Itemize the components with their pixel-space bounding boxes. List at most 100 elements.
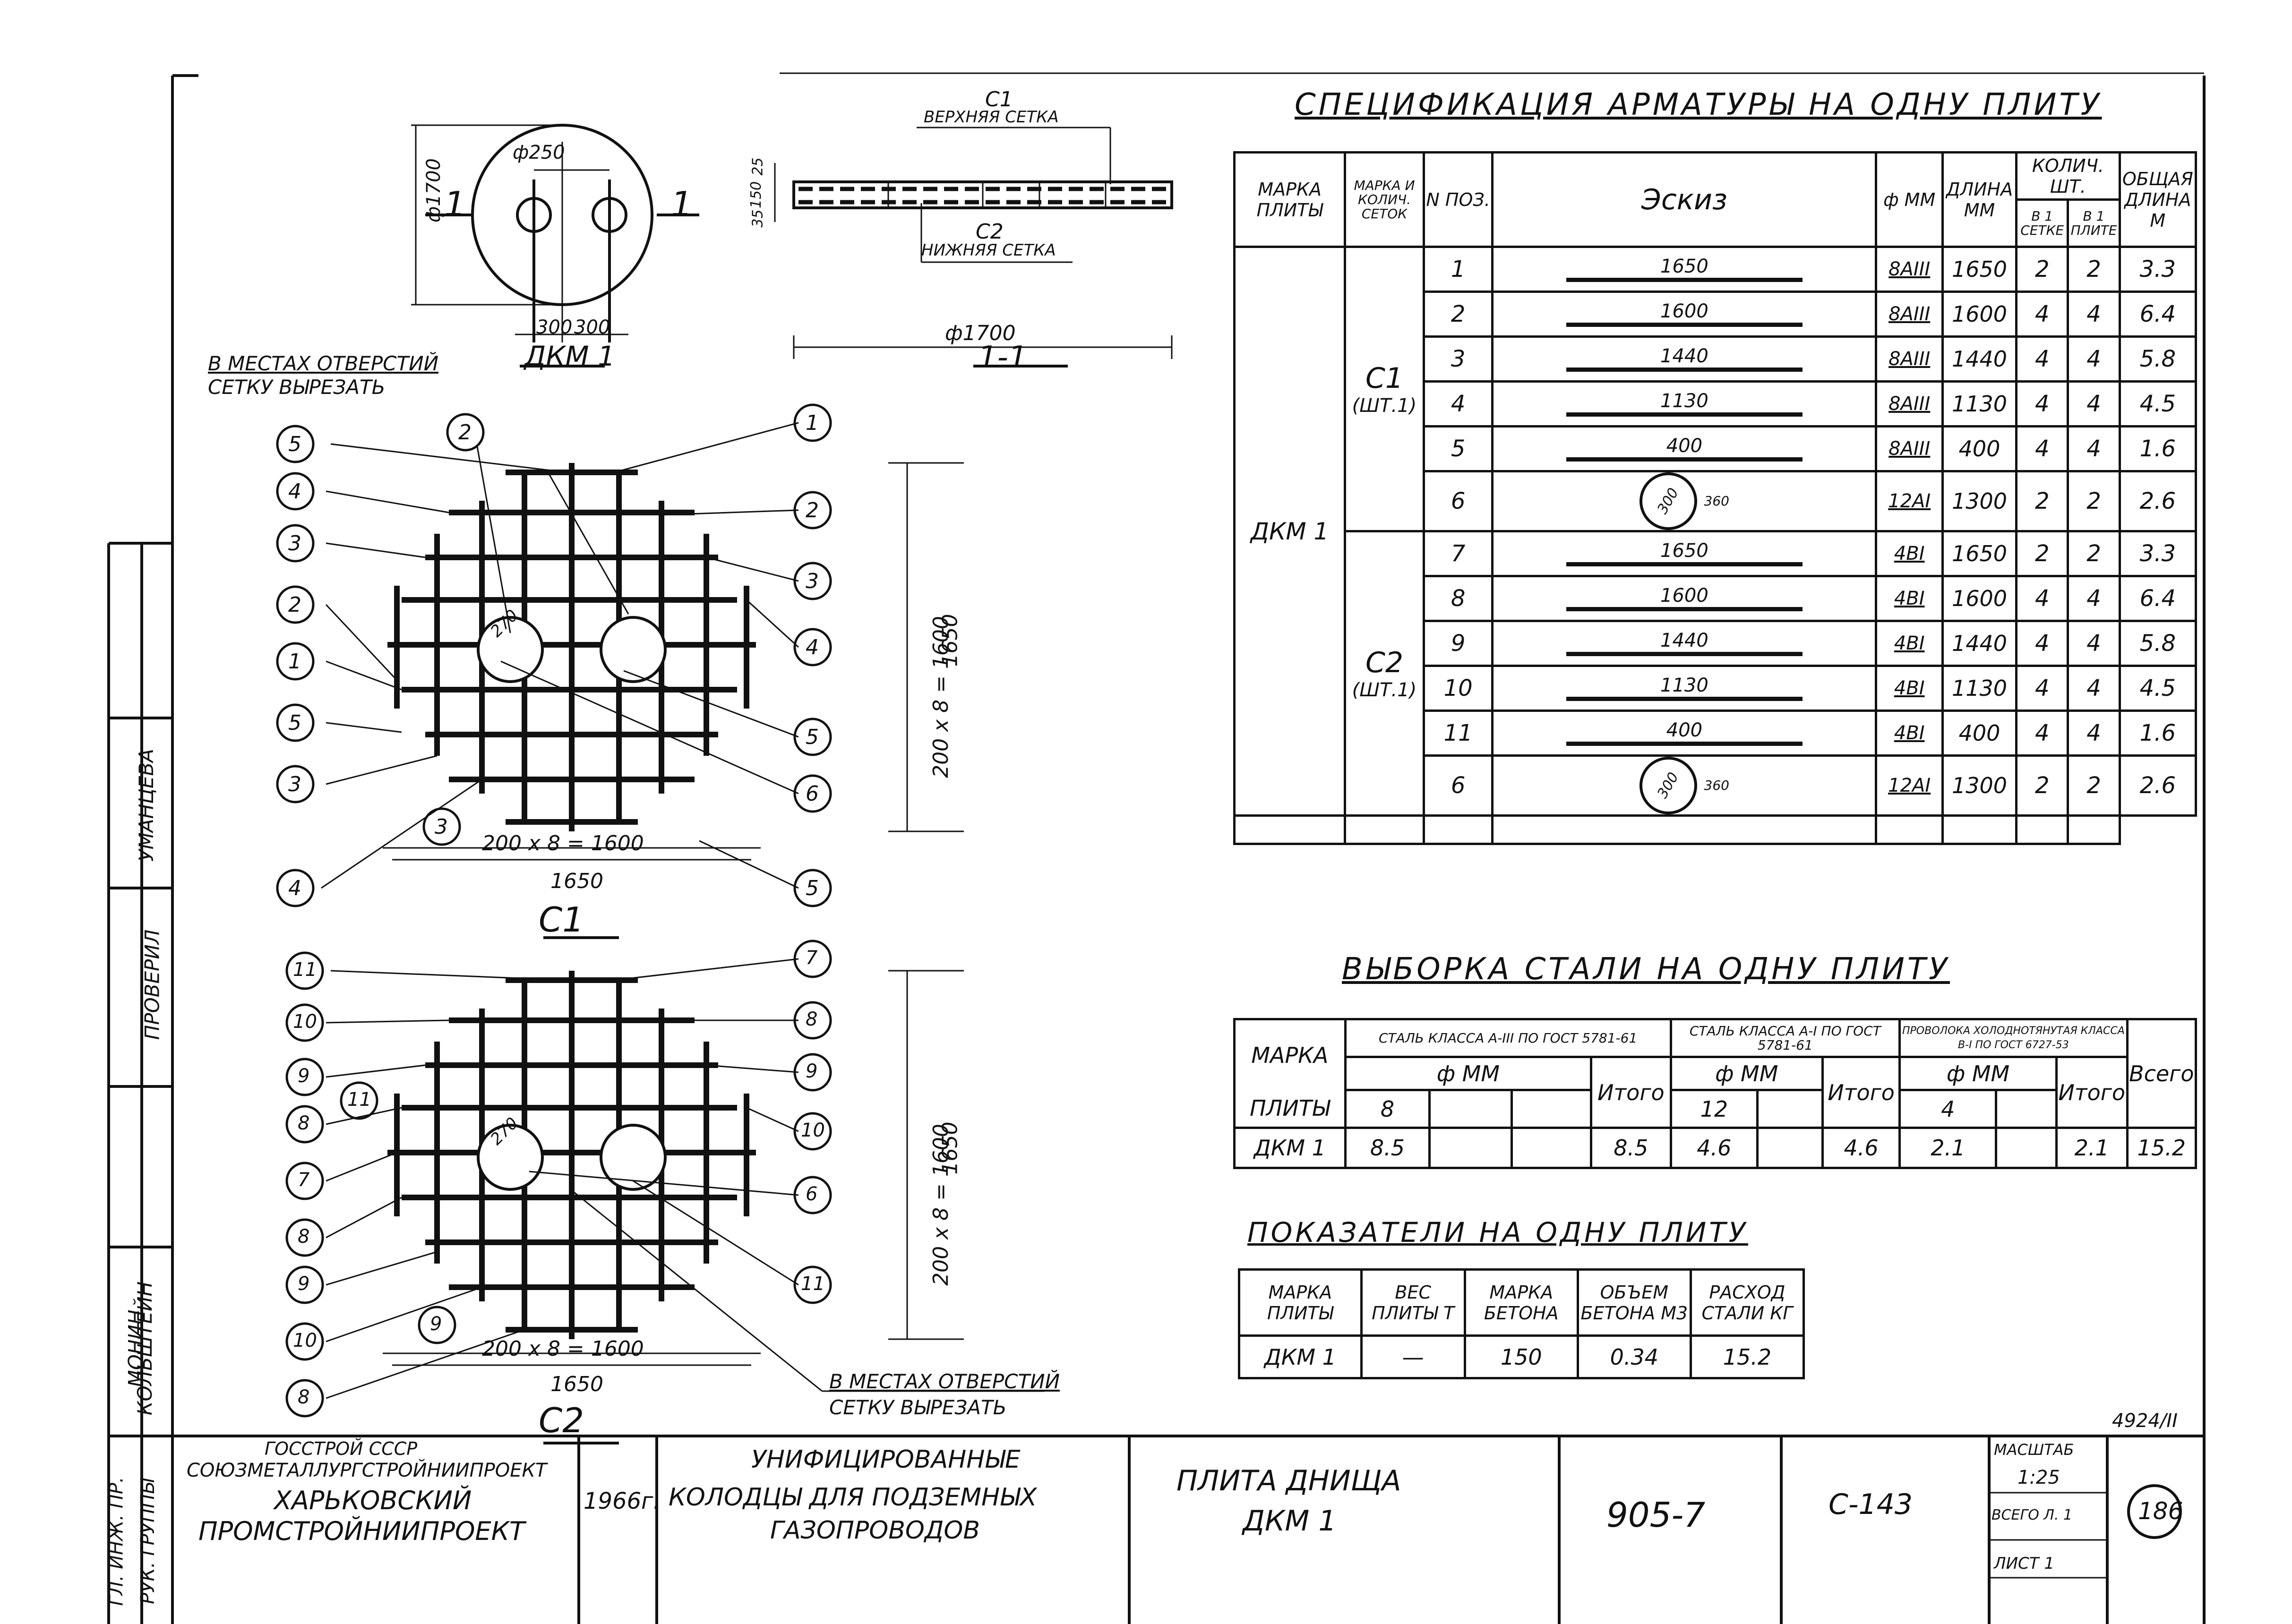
spec-dia: 4BI <box>1875 620 1944 667</box>
stamp-scale-label: МАСШТАБ <box>1994 1441 2074 1459</box>
steel-r-w-4: 2.1 <box>1898 1127 1998 1169</box>
spec-sketch: 1650 <box>1491 246 1878 293</box>
spec-sketch: 400 <box>1491 425 1878 472</box>
spec-sketch: 1130 <box>1491 665 1878 712</box>
spec-h-qty-mesh: В 1 СЕТКЕ <box>2015 198 2069 248</box>
spec-length: 1440 <box>1941 335 2018 383</box>
ind-r-mark: ДКМ 1 <box>1238 1334 1363 1379</box>
spec-total-length: 4.5 <box>2118 665 2198 712</box>
callout-c1-r0: 1 <box>806 411 819 435</box>
steel-r-empty-2 <box>1510 1127 1593 1169</box>
spec-h-length: ДЛИНА ММ <box>1941 151 2018 248</box>
bottom-mesh-label: НИЖНЯЯ СЕТКА <box>921 241 1056 260</box>
spec-table: МАРКА ПЛИТЫ МАРКА И КОЛИЧ. СЕТОК N ПОЗ. … <box>1233 151 2198 845</box>
spec-total-length: 2.6 <box>2118 754 2198 817</box>
spec-length: 1650 <box>1941 530 2018 577</box>
spec-total-length: 3.3 <box>2118 530 2198 577</box>
cut-note-bottom-1: В МЕСТАХ ОТВЕРСТИЙ <box>829 1370 1060 1393</box>
spec-total-length: 1.6 <box>2118 425 2198 472</box>
steel-h-a1: СТАЛЬ КЛАССА А-I ПО ГОСТ 5781-61 <box>1669 1018 1901 1058</box>
spec-length: 1130 <box>1941 380 2018 427</box>
callout-c2-l7: 10 <box>293 1330 317 1351</box>
spec-qty-plate: 4 <box>2067 291 2121 338</box>
steel-h-total: Всего <box>2126 1018 2198 1129</box>
steel-r-total: 15.2 <box>2126 1127 2198 1169</box>
callout-c1-l1: 4 <box>288 479 301 504</box>
spec-sketch: 1600 <box>1491 575 1878 622</box>
cut-note-top-1: В МЕСТАХ ОТВЕРСТИЙ <box>208 352 438 375</box>
callout-c2-l4: 7 <box>298 1169 310 1191</box>
spec-qty-plate: 4 <box>2067 380 2121 427</box>
steel-r-empty-3 <box>1756 1127 1824 1169</box>
mesh-c2 <box>387 971 756 1339</box>
steel-r-a3-8: 8.5 <box>1344 1127 1431 1169</box>
spec-length: 1600 <box>1941 291 2018 338</box>
spec-h-total: ОБЩАЯ ДЛИНА М <box>2118 151 2198 248</box>
hole-diameter: ф250 <box>513 142 565 163</box>
c2-total: 1650 <box>550 1372 603 1396</box>
ind-h-weight: ВЕС ПЛИТЫ Т <box>1360 1268 1466 1337</box>
spec-dia: 8АIII <box>1875 380 1944 427</box>
spec-length: 1440 <box>1941 620 2018 667</box>
spec-empty <box>2067 814 2121 845</box>
callout-c1-i1: 3 <box>435 815 448 839</box>
stamp-code: С-143 <box>1828 1488 1913 1521</box>
dim-300-left: 300 <box>536 316 573 338</box>
spec-dia: 4BI <box>1875 530 1944 577</box>
dim-25: 25 <box>749 157 766 176</box>
spec-pos: 7 <box>1422 530 1494 577</box>
stamp-sheets: ВСЕГО Л. 1 <box>1992 1507 2073 1523</box>
bottom-mesh-mark: С2 <box>976 220 1004 244</box>
steel-r-a1-12: 4.6 <box>1669 1127 1759 1169</box>
page-number-circle <box>2127 1484 2182 1539</box>
callout-c2-r1: 8 <box>806 1009 818 1030</box>
spec-dia: 8АIII <box>1875 246 1944 293</box>
spec-dia: 8АIII <box>1875 425 1944 472</box>
spec-dia: 8АIII <box>1875 335 1944 383</box>
callout-c2-r5: 11 <box>801 1273 825 1295</box>
ind-r-weight: — <box>1360 1334 1466 1379</box>
spec-pos: 1 <box>1422 246 1494 293</box>
spec-qty-mesh: 2 <box>2015 754 2069 817</box>
spec-qty-plate: 2 <box>2067 530 2121 577</box>
stamp-series: 905-7 <box>1606 1495 1706 1535</box>
spec-h-qty-plate: В 1 ПЛИТЕ <box>2067 198 2121 248</box>
side-name-1: КОЛЬШТЕЙН <box>133 1281 157 1416</box>
ind-r-volume: 0.34 <box>1576 1334 1692 1379</box>
spec-length: 400 <box>1941 709 2018 757</box>
spec-h-sketch: Эскиз <box>1491 151 1878 248</box>
steel-h-dia-w: ф ММ <box>1898 1056 2058 1091</box>
spec-sketch: 1600 <box>1491 291 1878 338</box>
spec-mesh2: С2(ШТ.1) <box>1344 530 1425 817</box>
dim-35: 35 <box>749 209 766 228</box>
c1-v-total: 1650 <box>938 614 962 667</box>
spec-dia: 4BI <box>1875 575 1944 622</box>
stamp-name1: ПЛИТА ДНИЩА <box>1176 1464 1401 1497</box>
c1-title: С1 <box>539 900 584 940</box>
section-diameter: ф1700 <box>945 321 1016 345</box>
callout-c2-l1: 10 <box>293 1011 317 1033</box>
callout-c2-r2: 9 <box>806 1060 818 1082</box>
dim-300-right: 300 <box>574 316 610 338</box>
steel-r-a3-sum: 8.5 <box>1590 1127 1672 1169</box>
spec-total-length: 5.8 <box>2118 620 2198 667</box>
callout-c1-l4: 1 <box>288 650 301 674</box>
callout-c2-l0: 11 <box>293 959 317 981</box>
spec-total-length: 3.3 <box>2118 246 2198 293</box>
spec-sketch: 400 <box>1491 709 1878 757</box>
c1-total: 1650 <box>550 869 603 893</box>
callout-c2-r0: 7 <box>806 947 818 969</box>
section-mark-right: 1 <box>671 184 693 224</box>
spec-qty-plate: 4 <box>2067 709 2121 757</box>
section-title: 1-1 <box>978 340 1028 375</box>
spec-plate-mark: ДКМ 1 <box>1233 246 1347 817</box>
stamp-project3: ГАЗОПРОВОДОВ <box>770 1516 980 1545</box>
callout-c1-r2: 3 <box>806 569 819 593</box>
